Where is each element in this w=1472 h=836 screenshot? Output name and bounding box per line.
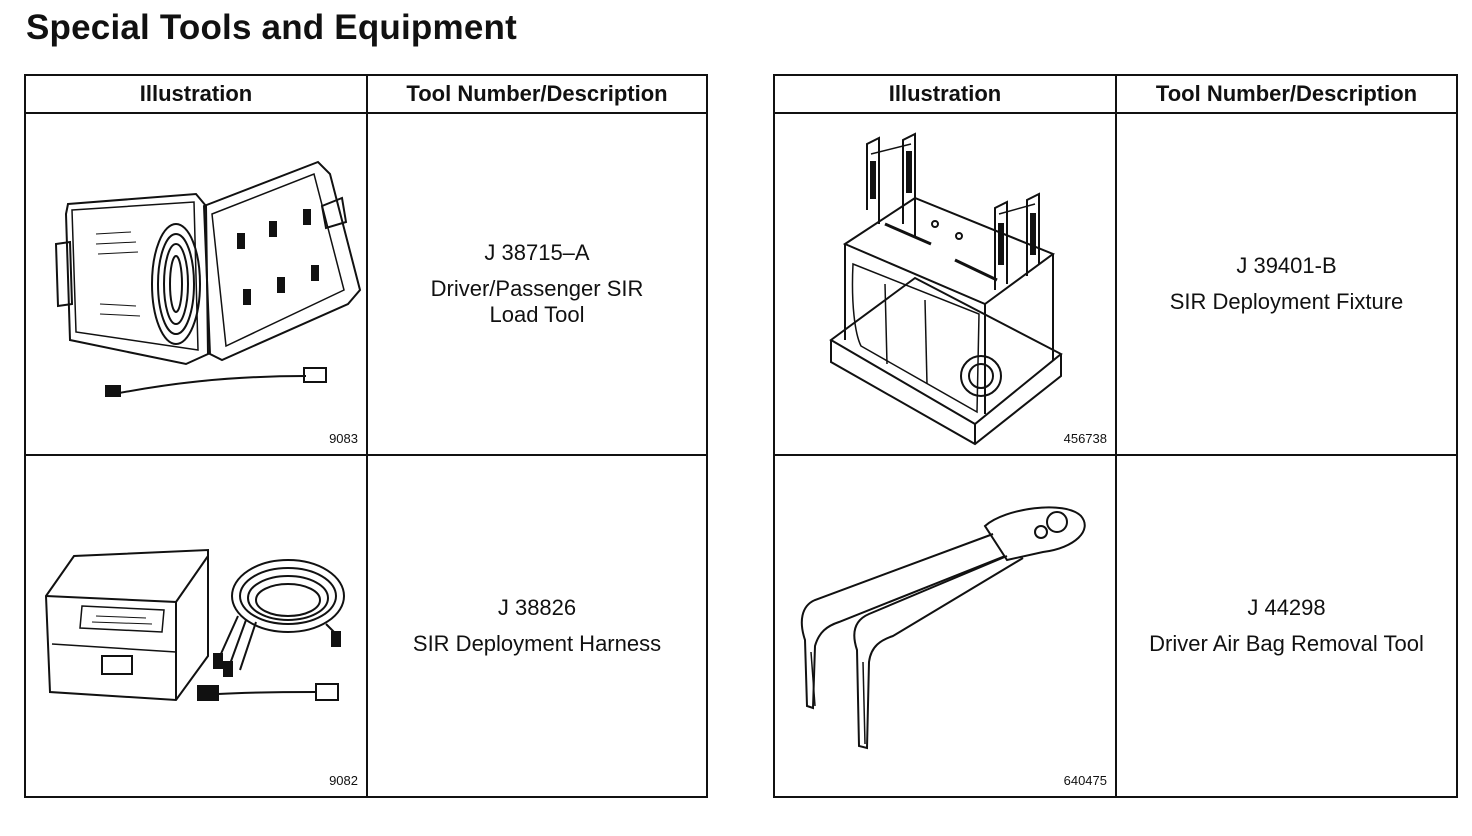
table-row: 9082 J 38826 SIR Deployment Harness — [24, 454, 708, 798]
figure-number: 640475 — [1063, 773, 1107, 788]
air-bag-removal-tool-illustration — [800, 506, 1086, 750]
table-row: 640475 J 44298 Driver Air Bag Removal To… — [773, 454, 1458, 798]
figure-number: 9082 — [329, 773, 358, 788]
table-header-row: Illustration Tool Number/Description — [24, 74, 708, 114]
tool-number: J 39401-B — [1236, 253, 1337, 278]
tool-description: SIR Deployment Harness — [412, 631, 662, 656]
table-row: 9083 J 38715–A Driver/Passenger SIR Load… — [24, 112, 708, 456]
illustration-header: Illustration — [773, 74, 1117, 114]
description-cell: J 44298 Driver Air Bag Removal Tool — [1115, 454, 1458, 798]
description-header: Tool Number/Description — [366, 74, 708, 114]
deployment-fixture-illustration — [829, 132, 1063, 446]
description-cell: J 38715–A Driver/Passenger SIR Load Tool — [366, 112, 708, 456]
illustration-cell: 9082 — [24, 454, 368, 798]
description-cell: J 39401-B SIR Deployment Fixture — [1115, 112, 1458, 456]
description-header: Tool Number/Description — [1115, 74, 1458, 114]
tool-description: Driver Air Bag Removal Tool — [1149, 631, 1424, 656]
illustration-cell: 456738 — [773, 112, 1117, 456]
figure-number: 456738 — [1063, 431, 1107, 446]
tool-number: J 38715–A — [484, 240, 590, 265]
tools-table-left: Illustration Tool Number/Description — [24, 74, 708, 798]
illustration-cell: 640475 — [773, 454, 1117, 798]
deployment-harness-illustration — [44, 548, 345, 702]
tool-number: J 44298 — [1247, 595, 1326, 620]
description-cell: J 38826 SIR Deployment Harness — [366, 454, 708, 798]
tools-table-right: Illustration Tool Number/Description — [773, 74, 1458, 798]
table-header-row: Illustration Tool Number/Description — [773, 74, 1458, 114]
table-row: 456738 J 39401-B SIR Deployment Fixture — [773, 112, 1458, 456]
tool-number: J 38826 — [497, 595, 577, 620]
illustration-cell: 9083 — [24, 112, 368, 456]
tool-description: Driver/Passenger SIR Load Tool — [430, 276, 644, 327]
page-title: Special Tools and Equipment — [26, 8, 517, 47]
load-tool-case-illustration — [54, 160, 362, 397]
tool-description: SIR Deployment Fixture — [1169, 289, 1404, 314]
figure-number: 9083 — [329, 431, 358, 446]
illustration-header: Illustration — [24, 74, 368, 114]
